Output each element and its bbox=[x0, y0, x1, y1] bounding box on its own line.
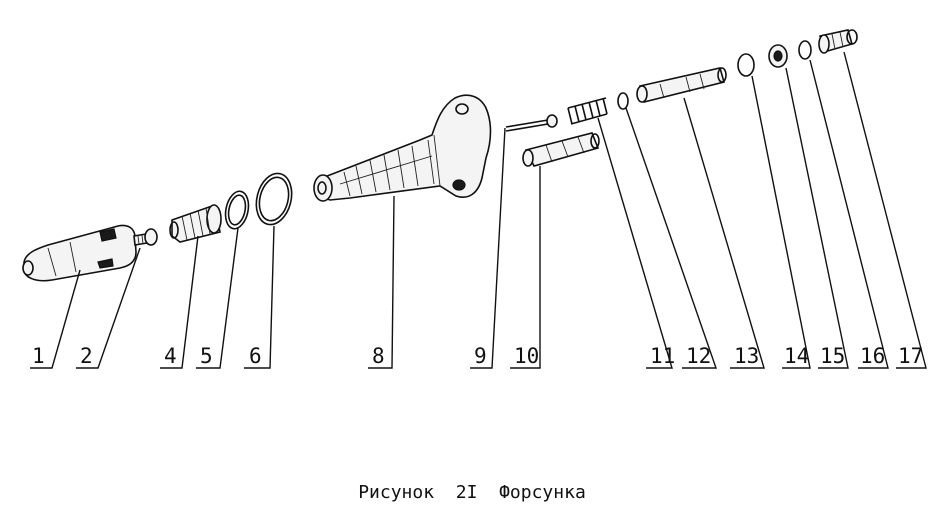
leader-15 bbox=[785, 67, 849, 369]
callout-10: 10 bbox=[514, 344, 539, 368]
callout-4: 4 bbox=[164, 344, 177, 368]
part-12-small-washer bbox=[617, 92, 629, 110]
callout-17: 17 bbox=[898, 344, 923, 368]
callout-15: 15 bbox=[820, 344, 845, 368]
leader-17 bbox=[843, 51, 927, 369]
callout-16: 16 bbox=[860, 344, 885, 368]
part-4-nut bbox=[169, 204, 222, 243]
callout-8: 8 bbox=[372, 344, 385, 368]
leader-13 bbox=[683, 97, 765, 369]
part-16-o-ring bbox=[798, 40, 812, 60]
leader-5 bbox=[196, 227, 239, 369]
part-6-ring bbox=[255, 172, 293, 226]
leader-lines bbox=[30, 51, 927, 369]
callout-14: 14 bbox=[784, 344, 809, 368]
callout-5: 5 bbox=[200, 344, 213, 368]
leader-6 bbox=[244, 225, 275, 369]
callout-1: 1 bbox=[32, 344, 45, 368]
leader-16 bbox=[809, 59, 889, 369]
figure-caption: Рисунок 2I Форсунка bbox=[358, 482, 586, 503]
leader-2 bbox=[76, 247, 141, 369]
part-1-nozzle-cap bbox=[22, 224, 137, 282]
part-13-rod bbox=[636, 67, 727, 103]
leader-4 bbox=[160, 235, 199, 369]
callout-9: 9 bbox=[474, 344, 487, 368]
leader-14 bbox=[751, 75, 811, 369]
leader-10 bbox=[510, 166, 541, 369]
part-2-screw bbox=[133, 228, 158, 246]
leader-9 bbox=[470, 127, 506, 369]
leader-1 bbox=[30, 269, 81, 369]
part-8-injector-body bbox=[313, 94, 492, 202]
part-11-spring bbox=[567, 97, 608, 125]
callout-12: 12 bbox=[686, 344, 711, 368]
callout-11: 11 bbox=[650, 344, 675, 368]
callout-13: 13 bbox=[734, 344, 759, 368]
part-14-ring bbox=[737, 53, 755, 77]
leader-8 bbox=[368, 195, 395, 369]
callout-numbers: 1 2 4 5 6 8 9 10 11 12 13 14 15 16 17 bbox=[32, 344, 923, 368]
part-15-cup-washer bbox=[768, 44, 788, 68]
leader-11 bbox=[597, 117, 673, 369]
part-10-sprayer bbox=[522, 132, 600, 167]
part-9-needle bbox=[505, 114, 558, 132]
callout-6: 6 bbox=[249, 344, 262, 368]
part-5-washer bbox=[224, 190, 250, 230]
callout-2: 2 bbox=[80, 344, 93, 368]
part-17-fitting bbox=[818, 29, 858, 54]
leader-12 bbox=[625, 107, 717, 369]
